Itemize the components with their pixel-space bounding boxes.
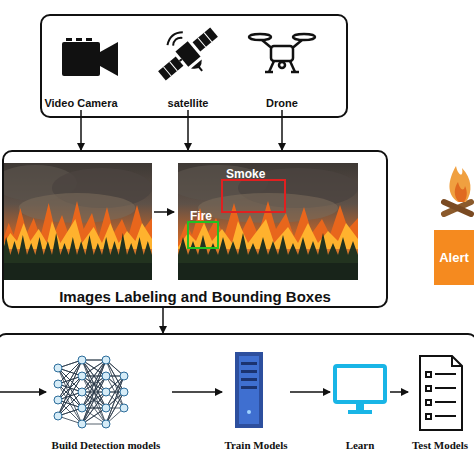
- server-icon: [235, 352, 263, 428]
- pipeline-group: Build Detection models Train Models Learn T…: [0, 333, 474, 474]
- fire-photo: [0, 163, 152, 280]
- flow-arrow: [390, 391, 408, 393]
- flow-arrow: [172, 391, 222, 393]
- source-label: Drone: [266, 97, 298, 110]
- source-item: satellite: [155, 30, 221, 110]
- group-heading: Images Labeling and Bounding Boxes: [59, 288, 331, 306]
- smoke-bounding-box: [222, 180, 285, 212]
- alert-box: Alert: [434, 230, 474, 285]
- alert-text: Alert: [439, 250, 469, 265]
- video-camera-icon: [62, 38, 118, 76]
- source-label: satellite: [168, 97, 209, 110]
- step-label: Test Models: [412, 439, 468, 452]
- fire-photo: [168, 163, 358, 280]
- source-label: Video Camera: [44, 97, 117, 110]
- flow-arrow: [80, 110, 82, 150]
- source-item: Drone: [250, 30, 314, 110]
- drone-icon: [249, 34, 315, 72]
- box-label-holder: Fire: [190, 206, 212, 224]
- input-arrow: [0, 391, 46, 393]
- pipeline-step: Test Models: [408, 350, 472, 452]
- flow-arrow: [281, 110, 283, 150]
- flow-arrow: [187, 110, 189, 150]
- bounding-box-label: Smoke: [226, 167, 265, 181]
- satellite-icon: [147, 14, 229, 93]
- step-label: Build Detection models: [52, 439, 161, 452]
- fire-bounding-box: [188, 222, 218, 248]
- step-label: Learn: [346, 439, 375, 452]
- pipeline-step: Train Models: [222, 350, 290, 452]
- labeling-group: Images Labeling and Bounding Boxes: [2, 150, 388, 308]
- box-label-holder: Smoke: [226, 164, 265, 182]
- monitor-icon: [335, 366, 385, 414]
- document-icon: [420, 356, 462, 430]
- image-arrow: [154, 211, 174, 213]
- campfire-icon: [444, 166, 471, 214]
- pipeline-step: Learn: [330, 350, 390, 452]
- source-item: Video Camera: [42, 30, 120, 110]
- neural-network-icon: [54, 356, 128, 428]
- bounding-box-label: Fire: [190, 209, 212, 223]
- pipeline-step: Build Detection models: [40, 350, 172, 452]
- sources-group: Video Camera satellite Drone: [40, 14, 348, 118]
- flow-arrow: [162, 308, 164, 333]
- flow-arrow: [290, 391, 330, 393]
- step-label: Train Models: [224, 439, 287, 452]
